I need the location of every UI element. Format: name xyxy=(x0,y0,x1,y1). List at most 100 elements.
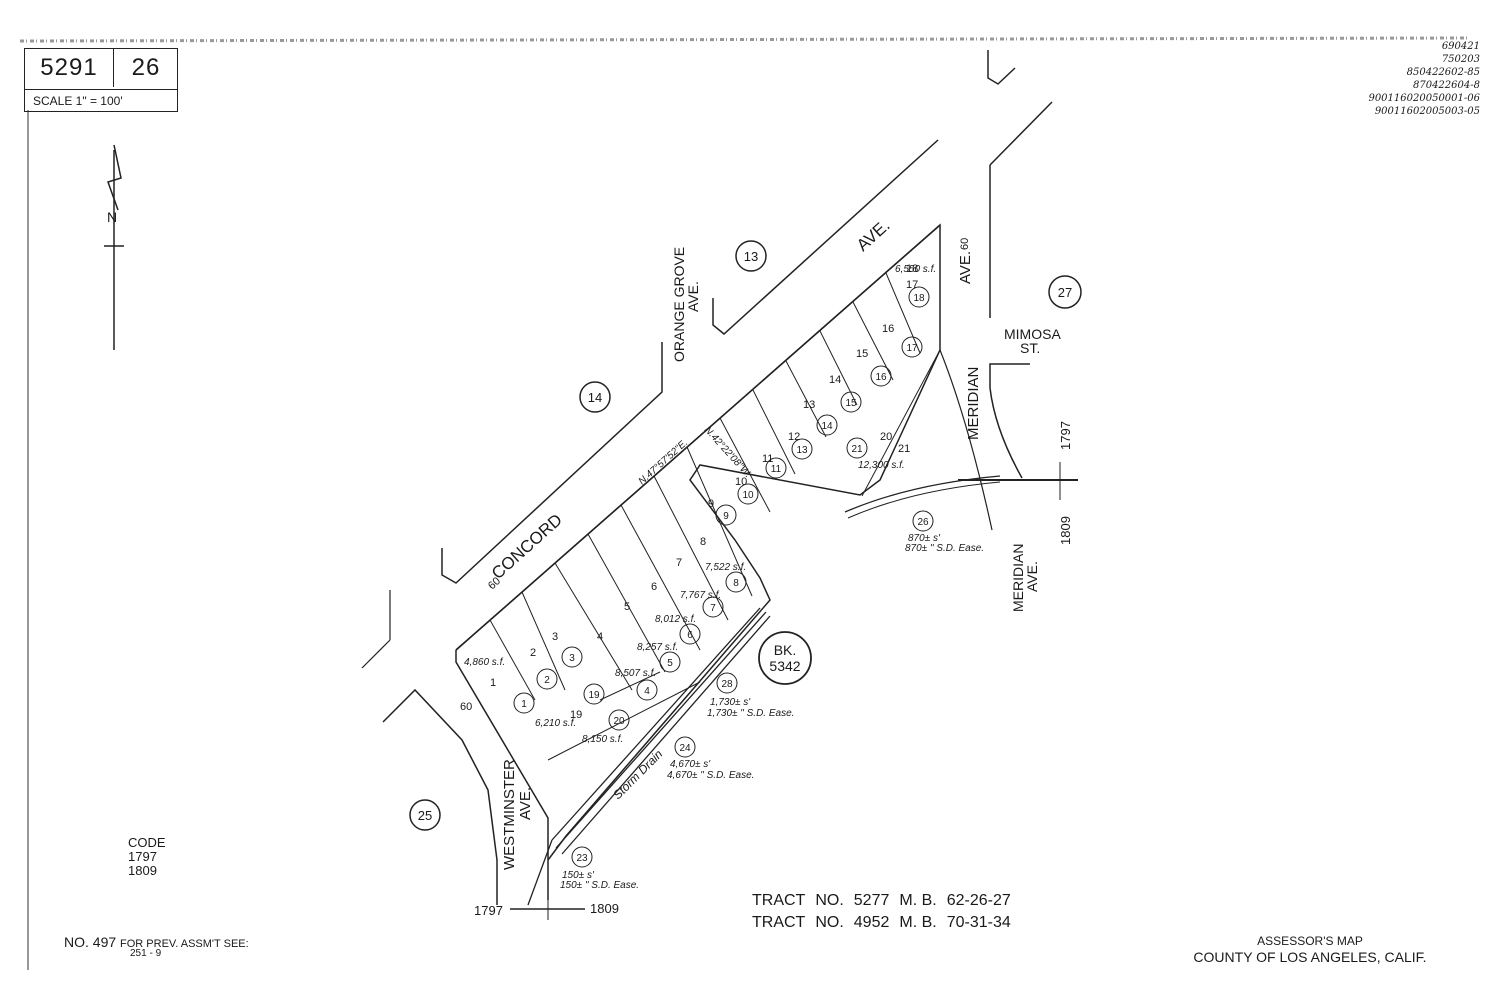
parcel-17-text: 17 xyxy=(906,343,918,354)
parcel-10-text: 10 xyxy=(742,490,754,501)
storm-drain-strip xyxy=(527,607,771,906)
area-label: 12,300 s.f. xyxy=(858,460,905,471)
area-group: 4,860 s.f. 6,210 s.f. 8,150 s.f. 8,507 s… xyxy=(464,264,936,745)
westminster-width-label: 60 xyxy=(460,701,472,713)
block-number-27[interactable]: 27 xyxy=(1048,275,1082,309)
parcel-17[interactable]: 17 xyxy=(901,336,923,358)
parcel-20-text: 20 xyxy=(613,716,625,727)
parcel-19[interactable]: 19 xyxy=(583,683,605,705)
revision-note: 750203 xyxy=(1441,54,1480,65)
meridian-east-line xyxy=(989,101,1053,166)
lot-number: 1 xyxy=(490,677,496,689)
prev-assessment-note: NO. 497 FOR PREV. ASSM'T SEE: 251 - 9 xyxy=(64,934,249,959)
revision-note: 900116020050001-06 xyxy=(1368,93,1480,104)
north-label: N xyxy=(107,209,117,225)
parcel-16[interactable]: 16 xyxy=(870,365,892,387)
parcel-6-text: 6 xyxy=(687,630,693,641)
lot-number: 15 xyxy=(856,348,868,360)
easement-group: 1,730± s' 1,730± " S.D. Ease. 4,670± s' … xyxy=(560,533,984,891)
parcel-28-text: 28 xyxy=(721,679,733,690)
parcel-23[interactable]: 23 xyxy=(571,846,593,868)
parcel-13[interactable]: 13 xyxy=(791,438,813,460)
parcel-24[interactable]: 24 xyxy=(674,736,696,758)
lot-number: 12 xyxy=(788,431,800,443)
lot-number: 18 xyxy=(906,263,918,275)
meridian-ne-hook xyxy=(987,50,1016,85)
tract-row: TRACT NO. 4952 M. B. 70-31-34 xyxy=(752,912,1021,934)
parcel-2-text: 2 xyxy=(544,675,550,686)
revision-note: 850422602-85 xyxy=(1406,67,1480,78)
block-number-13[interactable]: 13 xyxy=(735,240,767,272)
meridian-sd-easement-2 xyxy=(847,481,1001,519)
parcel-11[interactable]: 11 xyxy=(765,457,787,479)
lot-number: 4 xyxy=(597,631,603,643)
parcel-28[interactable]: 28 xyxy=(716,672,738,694)
parcel-8[interactable]: 8 xyxy=(725,571,747,593)
book-reference[interactable]: BK. 5342 xyxy=(758,631,812,685)
parcel-14-text: 14 xyxy=(821,421,833,432)
orange-grove-ave-label: AVE. xyxy=(685,281,701,312)
area-label: 8,507 s.f. xyxy=(615,668,656,679)
parcel-21-text: 21 xyxy=(851,444,863,455)
concord-north-line-2 xyxy=(712,139,939,335)
tract-label: TRACT xyxy=(752,892,806,909)
code-right-a: 1797 xyxy=(1058,421,1073,450)
parcel-2[interactable]: 2 xyxy=(536,668,558,690)
lot-number: 20 xyxy=(880,431,892,443)
concord-label: CONCORD xyxy=(488,510,566,583)
easement-23-line2: 150± " S.D. Ease. xyxy=(560,880,639,891)
lot-number: 5 xyxy=(624,601,630,613)
parcel-6[interactable]: 6 xyxy=(679,623,701,645)
parcel-9[interactable]: 9 xyxy=(715,504,737,526)
parcel-15[interactable]: 15 xyxy=(840,391,862,413)
parcel-20[interactable]: 20 xyxy=(608,709,630,731)
tract-number: 4952 xyxy=(853,914,890,931)
area-label: 7,522 s.f. xyxy=(705,562,746,573)
parcel-11-text: 11 xyxy=(771,464,782,475)
block-number-25[interactable]: 25 xyxy=(409,799,441,831)
easement-28-line2: 1,730± " S.D. Ease. xyxy=(707,708,794,719)
parcel-24-text: 24 xyxy=(679,743,691,754)
parcel-26[interactable]: 26 xyxy=(912,510,934,532)
lot-number-group: 1 2 3 4 5 6 7 8 9 10 11 12 13 14 15 16 1… xyxy=(490,263,918,721)
parcel-10[interactable]: 10 xyxy=(737,483,759,505)
lot-number: 3 xyxy=(552,631,558,643)
westminster-label: WESTMINSTER xyxy=(501,759,518,870)
code-label: CODE xyxy=(128,835,166,850)
lot-number: 17 xyxy=(906,279,918,291)
parcel-14[interactable]: 14 xyxy=(816,414,838,436)
parcel-7[interactable]: 7 xyxy=(702,596,724,618)
parcel-23-text: 23 xyxy=(576,853,588,864)
parcel-18[interactable]: 18 xyxy=(908,286,930,308)
revision-note: 690421 xyxy=(1441,41,1480,52)
parcel-3[interactable]: 3 xyxy=(561,646,583,668)
meridian-lower-ave-label: AVE. xyxy=(1024,561,1040,592)
lot-number: 2 xyxy=(530,647,536,659)
revision-notes: 690421 750203 850422602-85 870422604-8 9… xyxy=(1300,40,1480,118)
area-label: 6,210 s.f. xyxy=(535,718,576,729)
mimosa-st-label: ST. xyxy=(1020,340,1040,356)
code-block: CODE 1797 1809 xyxy=(128,836,166,878)
parcel-9-text: 9 xyxy=(723,511,729,522)
lot-number: 11 xyxy=(762,453,773,465)
mimosa-label: MIMOSA xyxy=(1004,326,1061,342)
block-number-27-text: 27 xyxy=(1058,285,1072,300)
meridian-width-label: 60 xyxy=(959,238,971,250)
westminster-west-line xyxy=(382,688,498,905)
parcel-1[interactable]: 1 xyxy=(513,692,535,714)
parcel-4[interactable]: 4 xyxy=(636,679,658,701)
map-page-number: 26 xyxy=(131,54,161,81)
assessor-title: ASSESSOR'S MAP xyxy=(1257,934,1363,948)
parcel-1-text: 1 xyxy=(521,699,527,710)
orange-grove-label: ORANGE GROVE xyxy=(671,247,687,362)
block-number-13-text: 13 xyxy=(744,249,758,264)
easement-23-line1: 150± s' xyxy=(562,870,595,881)
parcel-15-text: 15 xyxy=(845,398,857,409)
parcel-5[interactable]: 5 xyxy=(659,651,681,673)
parcel-21[interactable]: 21 xyxy=(846,437,868,459)
tract-label: TRACT xyxy=(752,914,806,931)
block-number-14[interactable]: 14 xyxy=(579,381,611,413)
map-book-number: 5291 xyxy=(25,49,114,87)
easement-24-line2: 4,670± " S.D. Ease. xyxy=(667,770,754,781)
